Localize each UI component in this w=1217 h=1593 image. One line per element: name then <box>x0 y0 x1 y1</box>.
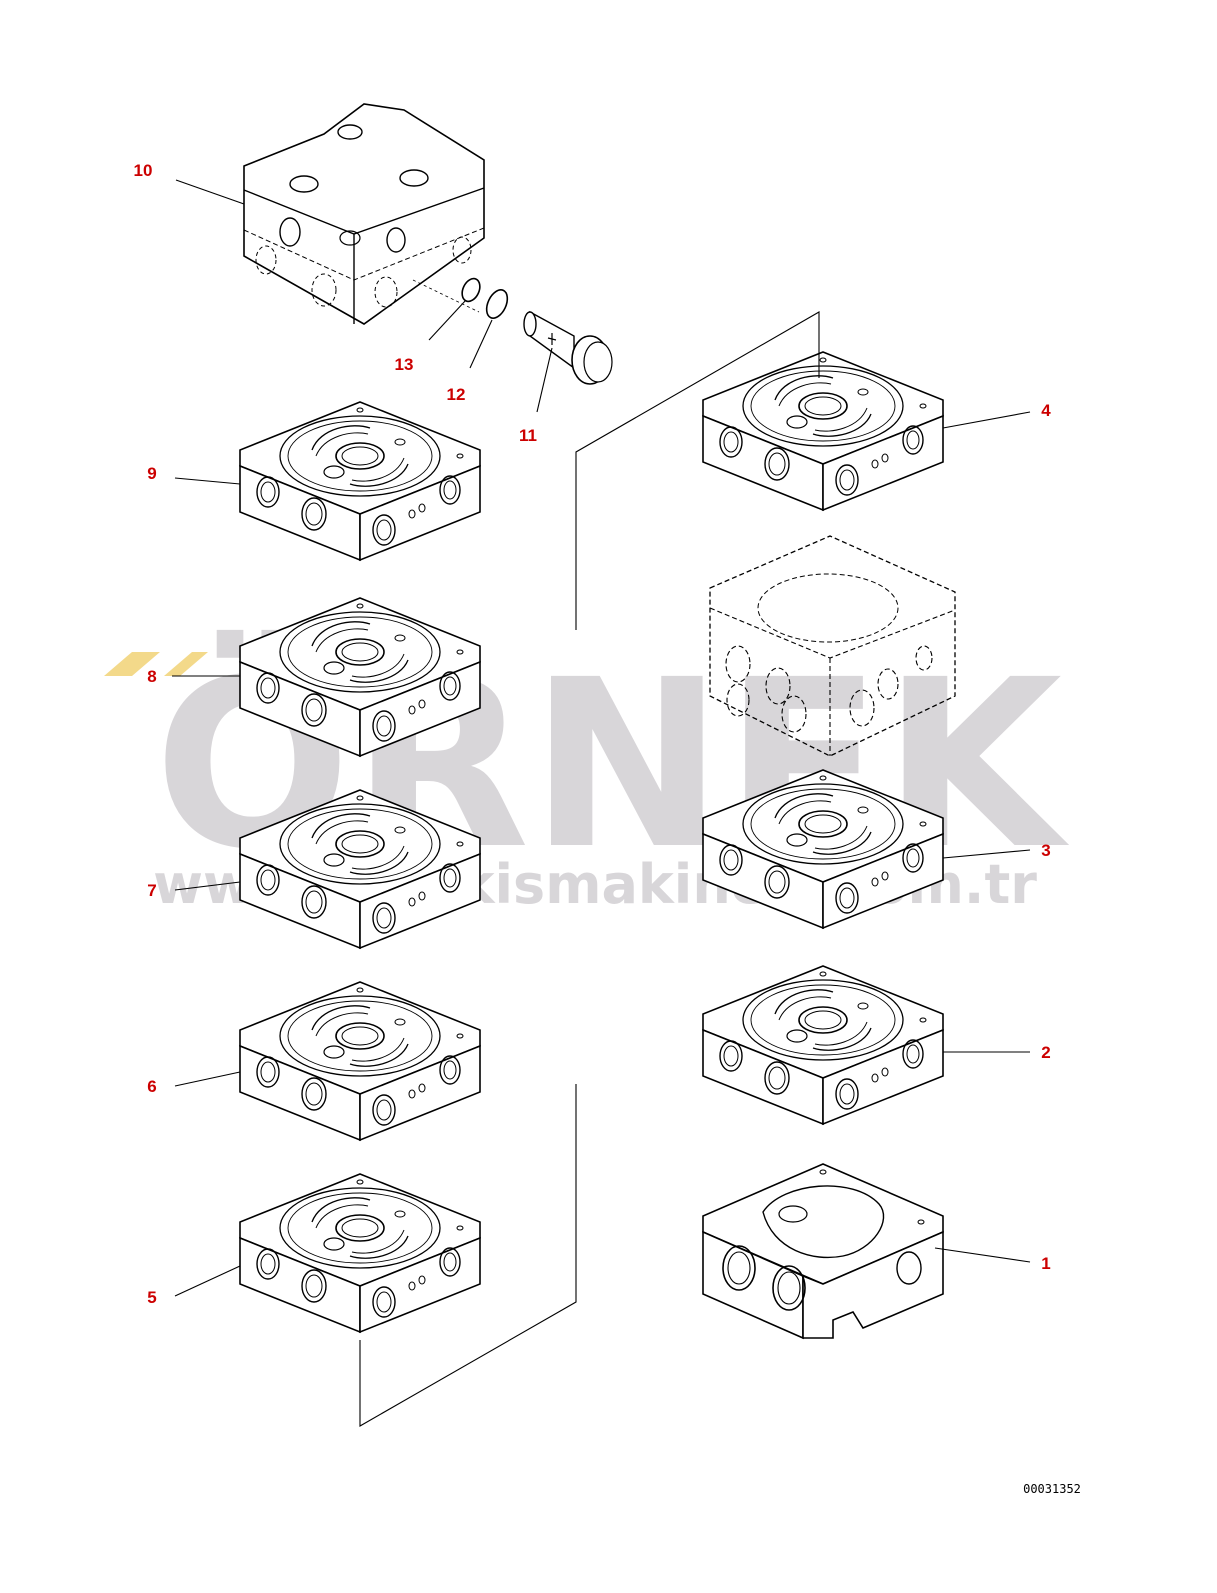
o-ring-12 <box>485 289 509 319</box>
callout-7: 7 <box>147 881 156 900</box>
leader-12 <box>469 319 493 369</box>
leader-7 <box>174 881 241 891</box>
leader-4 <box>942 411 1031 429</box>
assembly-path-lines <box>359 311 820 1427</box>
end-block-1 <box>703 1164 943 1338</box>
watermark-accent-left <box>104 652 160 676</box>
callout-4: 4 <box>1041 401 1051 420</box>
leader-13 <box>428 299 467 341</box>
leader-6 <box>174 1071 241 1087</box>
leader-3 <box>942 849 1031 859</box>
callout-10: 10 <box>134 161 153 180</box>
plug-11 <box>524 312 612 384</box>
valve-block-2 <box>702 965 944 1125</box>
callout-13: 13 <box>395 355 414 374</box>
callout-8: 8 <box>147 667 156 686</box>
o-ring-13 <box>461 277 481 303</box>
leader-lines <box>172 179 1031 1297</box>
callouts: 10 13 12 11 9 8 7 6 5 4 3 2 1 <box>134 161 1052 1307</box>
valve-block-10 <box>244 104 484 324</box>
callout-11: 11 <box>519 426 537 445</box>
leader-10 <box>175 179 245 205</box>
valve-block-4 <box>702 351 944 511</box>
callout-6: 6 <box>147 1077 156 1096</box>
callout-1: 1 <box>1041 1254 1050 1273</box>
document-number: 00031352 <box>1023 1482 1081 1496</box>
valve-block-9 <box>239 401 481 561</box>
leader-1 <box>934 1247 1031 1263</box>
valve-block-6 <box>239 981 481 1141</box>
watermark-accent-right <box>164 652 208 676</box>
leader-5 <box>174 1265 241 1297</box>
leader-11 <box>536 347 553 413</box>
callout-9: 9 <box>147 464 156 483</box>
reference-block-outline <box>710 536 955 756</box>
callout-3: 3 <box>1041 841 1050 860</box>
leader-9 <box>174 477 241 485</box>
callout-2: 2 <box>1041 1043 1050 1062</box>
callout-5: 5 <box>147 1288 156 1307</box>
callout-12: 12 <box>447 385 466 404</box>
assembly-axis-line <box>412 279 480 313</box>
valve-block-5 <box>239 1173 481 1333</box>
